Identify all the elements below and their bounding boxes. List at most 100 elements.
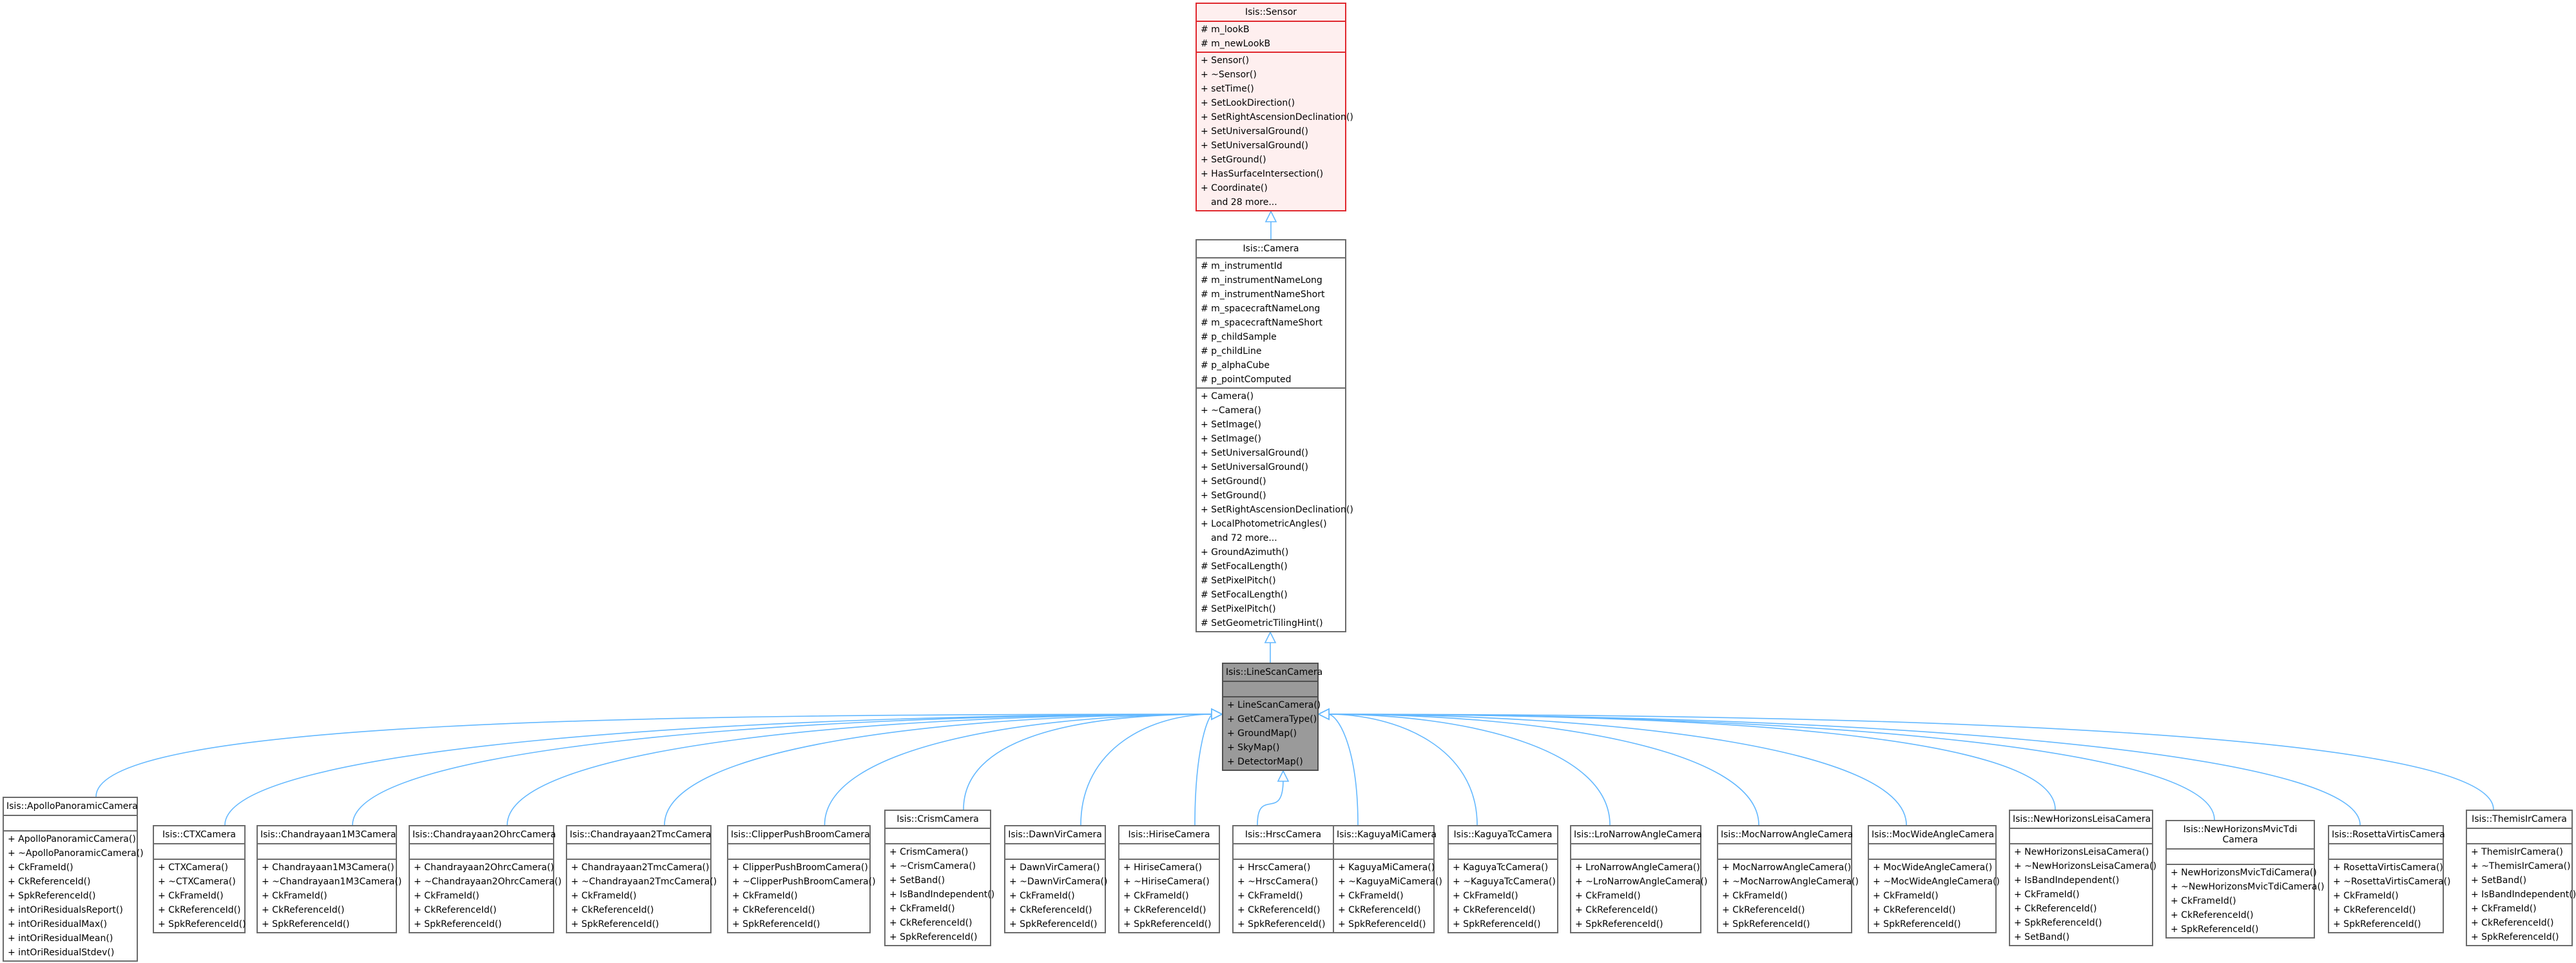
method-item: + CkFrameId() xyxy=(158,891,224,901)
inheritance-edge-clipper-push-broom-camera xyxy=(824,714,1214,826)
methods-section: + MocWideAngleCamera()+ ~MocWideAngleCam… xyxy=(1869,860,2000,932)
inheritance-edge-hrsc-camera xyxy=(1257,779,1284,826)
methods-section: + CrismCamera()+ ~CrismCamera()+ SetBand… xyxy=(886,844,994,945)
methods-section: + ClipperPushBroomCamera()+ ~ClipperPush… xyxy=(728,860,876,932)
more-members-link[interactable]: and 28 more... xyxy=(1211,197,1277,208)
method-item: + SpkReferenceId() xyxy=(1338,919,1426,929)
attribute-item: # m_lookB xyxy=(1201,24,1250,35)
method-item: + CkReferenceId() xyxy=(1722,905,1805,915)
class-node-moc-wide-angle-camera[interactable]: Isis::MocWideAngleCamera+ MocWideAngleCa… xyxy=(1868,825,2000,933)
attributes-section xyxy=(2167,850,2314,865)
method-item: + SpkReferenceId() xyxy=(414,919,502,929)
class-node-chandrayaan2-tmc-camera[interactable]: Isis::Chandrayaan2TmcCamera+ Chandrayaan… xyxy=(566,825,717,933)
method-item: + NewHorizonsLeisaCamera() xyxy=(2014,847,2149,857)
class-node-kaguya-mi-camera[interactable]: Isis::KaguyaMiCamera+ KaguyaMiCamera()+ … xyxy=(1333,825,1442,933)
attribute-item: # m_spacecraftNameShort xyxy=(1201,318,1322,328)
class-node-line-scan-camera[interactable]: Isis::LineScanCamera+ LineScanCamera()+ … xyxy=(1222,663,1322,771)
class-node-rosetta-virtis-camera[interactable]: Isis::RosettaVirtisCamera+ RosettaVirtis… xyxy=(2328,825,2451,933)
method-item: + SkyMap() xyxy=(1227,743,1280,753)
method-item: + KaguyaMiCamera() xyxy=(1338,862,1435,873)
method-item: + ~Sensor() xyxy=(1201,70,1257,80)
method-item: + ~HrscCamera() xyxy=(1237,877,1319,887)
attributes-section xyxy=(1718,844,1851,860)
attributes-section: # m_lookB# m_newLookB xyxy=(1197,22,1345,53)
class-node-clipper-push-broom-camera[interactable]: Isis::ClipperPushBroomCamera+ ClipperPus… xyxy=(727,825,876,933)
attribute-item: # p_childLine xyxy=(1201,346,1262,356)
method-item: + LineScanCamera() xyxy=(1227,700,1321,710)
class-node-camera[interactable]: Isis::Camera# m_instrumentId# m_instrume… xyxy=(1196,239,1353,632)
inheritance-edge-ctxcamera xyxy=(224,714,1214,826)
class-node-hrsc-camera[interactable]: Isis::HrscCamera+ HrscCamera()+ ~HrscCam… xyxy=(1232,825,1334,933)
method-item: + SetGround() xyxy=(1201,491,1266,501)
class-node-hirise-camera[interactable]: Isis::HiriseCamera+ HiriseCamera()+ ~Hir… xyxy=(1118,825,1220,933)
class-name: Isis::CTXCamera xyxy=(154,826,244,844)
class-node-themis-ir-camera[interactable]: Isis::ThemisIrCamera+ ThemisIrCamera()+ … xyxy=(2466,810,2576,946)
method-item: + SpkReferenceId() xyxy=(732,919,820,929)
class-node-moc-narrow-angle-camera[interactable]: Isis::MocNarrowAngleCamera+ MocNarrowAng… xyxy=(1717,825,1859,933)
method-item: + SetBand() xyxy=(889,875,945,886)
methods-section: + KaguyaTcCamera()+ ~KaguyaTcCamera()+ C… xyxy=(1449,860,1557,932)
attributes-section xyxy=(2467,829,2571,844)
method-item: + SpkReferenceId() xyxy=(1453,919,1541,929)
methods-section: + DawnVirCamera()+ ~DawnVirCamera()+ CkF… xyxy=(1005,860,1108,932)
method-item: + SpkReferenceId() xyxy=(1722,919,1810,929)
method-item: + SpkReferenceId() xyxy=(2014,918,2102,928)
method-item: + ~ClipperPushBroomCamera() xyxy=(732,877,876,887)
class-name: Isis::CrismCamera xyxy=(886,811,990,829)
class-node-chandrayaan2-ohrc-camera[interactable]: Isis::Chandrayaan2OhrcCamera+ Chandrayaa… xyxy=(409,825,561,933)
method-item: # SetFocalLength() xyxy=(1201,561,1288,572)
method-item: + ~DawnVirCamera() xyxy=(1009,877,1108,887)
method-item: + Camera() xyxy=(1201,391,1254,402)
method-item: + CkFrameId() xyxy=(1123,891,1189,901)
method-item: + CkReferenceId() xyxy=(1237,905,1321,915)
method-item: + DawnVirCamera() xyxy=(1009,862,1100,873)
method-item: + Chandrayaan1M3Camera() xyxy=(262,862,394,873)
class-node-sensor[interactable]: Isis::Sensor# m_lookB# m_newLookB+ Senso… xyxy=(1196,3,1353,211)
method-item: + CkFrameId() xyxy=(2333,891,2399,901)
method-item: + CkReferenceId() xyxy=(8,877,91,887)
class-node-new-horizons-leisa-camera[interactable]: Isis::NewHorizonsLeisaCamera+ NewHorizon… xyxy=(2009,810,2156,946)
inheritance-arrowhead xyxy=(1317,708,1330,721)
class-name: Isis::DawnVirCamera xyxy=(1005,826,1105,844)
more-members-link[interactable]: and 72 more... xyxy=(1211,533,1277,543)
inheritance-edge-themis-ir-camera xyxy=(1327,714,2494,810)
class-node-ctxcamera[interactable]: Isis::CTXCamera+ CTXCamera()+ ~CTXCamera… xyxy=(153,825,246,933)
class-node-dawn-vir-camera[interactable]: Isis::DawnVirCamera+ DawnVirCamera()+ ~D… xyxy=(1004,825,1108,933)
inheritance-edge-apollo-panoramic-camera xyxy=(95,714,1214,797)
inheritance-edge-lro-narrow-angle-camera xyxy=(1327,714,1611,826)
class-name: Isis::NewHorizonsMvicTdi Camera xyxy=(2167,821,2314,850)
class-node-apollo-panoramic-camera[interactable]: Isis::ApolloPanoramicCamera+ ApolloPanor… xyxy=(3,797,144,962)
attributes-section xyxy=(1223,682,1317,697)
method-item: + IsBandIndependent() xyxy=(2014,875,2120,886)
inheritance-edge-chandrayaan1-m3-camera xyxy=(352,714,1214,826)
method-item: # SetPixelPitch() xyxy=(1201,576,1276,586)
method-item: + intOriResidualsReport() xyxy=(8,905,123,915)
method-item: + CkFrameId() xyxy=(1338,891,1404,901)
method-item: + ~ThemisIrCamera() xyxy=(2471,861,2571,871)
class-node-chandrayaan1-m3-camera[interactable]: Isis::Chandrayaan1M3Camera+ Chandrayaan1… xyxy=(257,825,402,933)
class-name: Isis::RosettaVirtisCamera xyxy=(2329,826,2445,844)
method-item: + Chandrayaan2TmcCamera() xyxy=(571,862,710,873)
attributes-section xyxy=(886,829,990,844)
method-item: + CkReferenceId() xyxy=(158,905,241,915)
method-item: # SetFocalLength() xyxy=(1201,590,1288,600)
method-item: + SpkReferenceId() xyxy=(1009,919,1098,929)
class-node-kaguya-tc-camera[interactable]: Isis::KaguyaTcCamera+ KaguyaTcCamera()+ … xyxy=(1448,825,1558,933)
class-node-new-horizons-mvic-tdi-camera[interactable]: Isis::NewHorizonsMvicTdi Camera+ NewHori… xyxy=(2165,820,2324,939)
inheritance-edge-rosetta-virtis-camera xyxy=(1327,714,2361,826)
class-node-crism-camera[interactable]: Isis::CrismCamera+ CrismCamera()+ ~Crism… xyxy=(884,810,994,946)
attributes-section xyxy=(1119,844,1219,860)
class-name: Isis::LroNarrowAngleCamera xyxy=(1571,826,1702,844)
method-item: + RosettaVirtisCamera() xyxy=(2333,862,2443,873)
attributes-section xyxy=(154,844,244,860)
class-name: Isis::Sensor xyxy=(1197,4,1345,22)
attribute-item: # m_instrumentNameShort xyxy=(1201,289,1325,300)
class-name: Isis::LineScanCamera xyxy=(1223,664,1322,682)
method-item: + SpkReferenceId() xyxy=(8,891,96,901)
method-item: + ~RosettaVirtisCamera() xyxy=(2333,877,2451,887)
class-node-lro-narrow-angle-camera[interactable]: Isis::LroNarrowAngleCamera+ LroNarrowAng… xyxy=(1570,825,1707,933)
method-item: + CkReferenceId() xyxy=(262,905,345,915)
class-name: Isis::KaguyaTcCamera xyxy=(1449,826,1557,844)
attributes-section xyxy=(1234,844,1333,860)
attribute-item: # m_spacecraftNameLong xyxy=(1201,304,1321,314)
